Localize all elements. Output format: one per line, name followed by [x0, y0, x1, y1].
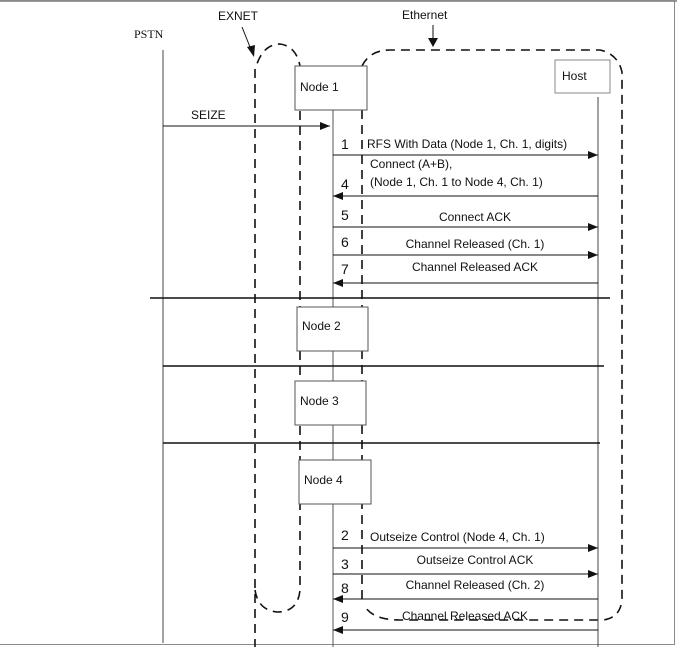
node-2: Node 2: [296, 306, 369, 352]
message-label: RFS With Data (Node 1, Ch. 1, digits): [367, 137, 567, 151]
message-1: 1 RFS With Data (Node 1, Ch. 1, digits): [333, 136, 598, 159]
message-number: 8: [341, 580, 349, 596]
message-5: 5 Connect ACK: [333, 207, 598, 231]
node-3-label: Node 3: [300, 394, 339, 408]
message-9: 9 Channel Released ACK: [333, 609, 598, 634]
message-label: Outseize Control (Node 4, Ch. 1): [370, 530, 545, 544]
message-number: 7: [341, 261, 349, 277]
node-4-label: Node 4: [304, 473, 343, 487]
message-6: 6 Channel Released (Ch. 1): [333, 234, 598, 259]
message-number: 4: [341, 176, 349, 192]
message-number: 1: [341, 136, 349, 152]
ethernet-bus-outline: [361, 49, 623, 621]
node-1: Node 1: [294, 65, 368, 111]
node-2-label: Node 2: [302, 319, 341, 333]
top-border: [0, 0, 677, 2]
message-label: (Node 1, Ch. 1 to Node 4, Ch. 1): [370, 175, 543, 189]
host-box: [554, 59, 611, 94]
exnet-label: EXNET: [218, 9, 259, 23]
exnet-bus-outline: [254, 43, 301, 647]
message-label: Channel Released (Ch. 1): [406, 237, 545, 251]
message-number: 2: [341, 527, 349, 543]
message-label: Channel Released ACK: [412, 260, 538, 274]
message-label: Connect (A+B),: [370, 157, 452, 171]
message-number: 5: [341, 207, 349, 223]
message-label: Connect ACK: [439, 210, 511, 224]
message-number: 3: [341, 556, 349, 572]
message-7: 7 Channel Released ACK: [333, 260, 598, 287]
message-number: 6: [341, 234, 349, 250]
message-label: Channel Released ACK: [402, 609, 528, 623]
message-3: 3 Outseize Control ACK: [333, 553, 598, 578]
message-label: Outseize Control ACK: [417, 553, 534, 567]
node-1-label: Node 1: [300, 80, 339, 94]
seize-label: SEIZE: [191, 108, 226, 122]
ethernet-label: Ethernet: [402, 8, 448, 22]
message-number: 9: [341, 609, 349, 625]
message-4: 4 Connect (A+B), (Node 1, Ch. 1 to Node 4,…: [333, 157, 598, 200]
message-label: Channel Released (Ch. 2): [406, 578, 545, 592]
message-8: 8 Channel Released (Ch. 2): [333, 578, 598, 603]
node-3: Node 3: [294, 380, 367, 426]
host-label: Host: [562, 69, 587, 83]
exnet-pointer-arrowhead: [247, 45, 255, 57]
pstn-label: PSTN: [134, 27, 164, 41]
ethernet-pointer-arrowhead: [428, 38, 438, 47]
node-4: Node 4: [298, 459, 372, 505]
message-2: 2 Outseize Control (Node 4, Ch. 1): [333, 527, 598, 552]
